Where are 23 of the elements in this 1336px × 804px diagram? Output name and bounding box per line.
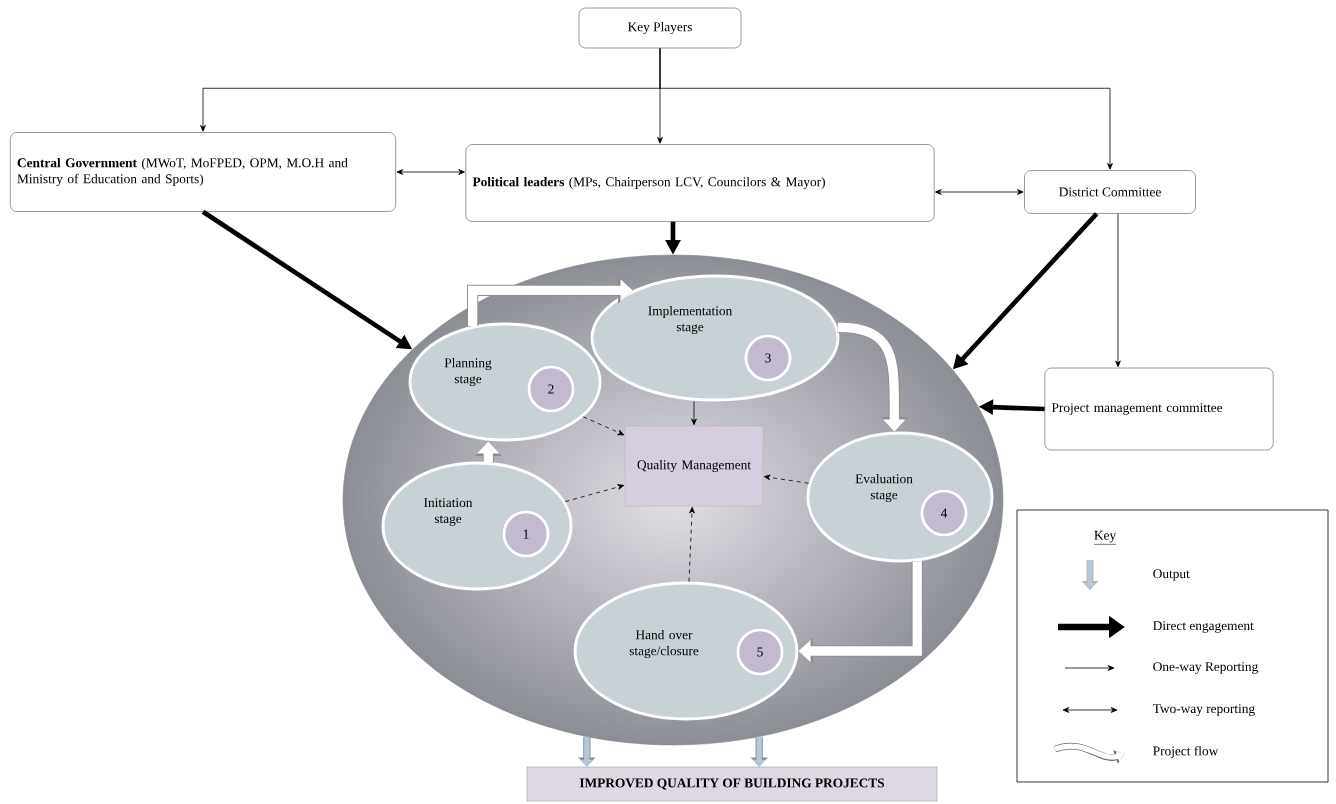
legend-title: Key bbox=[1093, 530, 1117, 545]
dashed-arrow bbox=[763, 474, 810, 484]
legend-text: Output bbox=[1153, 569, 1190, 581]
dashed-arrow bbox=[564, 484, 625, 502]
project-cycle-ellipse bbox=[342, 254, 1004, 746]
dashed-arrow bbox=[582, 416, 625, 436]
legend-text: Project flow bbox=[1153, 745, 1219, 759]
output-box: IMPROVED QUALITY OF BUILDING PROJECTS bbox=[526, 766, 938, 802]
actor-box: District Committee bbox=[1024, 170, 1196, 214]
arrow bbox=[1115, 213, 1121, 368]
arrow bbox=[396, 169, 465, 175]
legend-text: Direct engagement bbox=[1153, 621, 1254, 633]
quality-box: Quality Management bbox=[624, 425, 764, 507]
legend-text: Two-way reporting bbox=[1152, 704, 1255, 716]
arrow bbox=[659, 47, 1113, 170]
actor-box: Project management committee bbox=[1044, 367, 1274, 451]
legend-text: One-way Reporting bbox=[1153, 662, 1258, 674]
actor-box: Key Players bbox=[578, 7, 742, 49]
dashed-arrow bbox=[688, 506, 695, 582]
arrow bbox=[935, 189, 1024, 195]
actor-box: Political leaders (MPs, Chairperson LCV, Councilors & Mayor) bbox=[465, 144, 935, 222]
actor-box: Central Government (MWoT, MoFPED, OPM, M.O.H and Ministry of Education and Sports) bbox=[10, 132, 396, 212]
arrow bbox=[691, 401, 697, 426]
